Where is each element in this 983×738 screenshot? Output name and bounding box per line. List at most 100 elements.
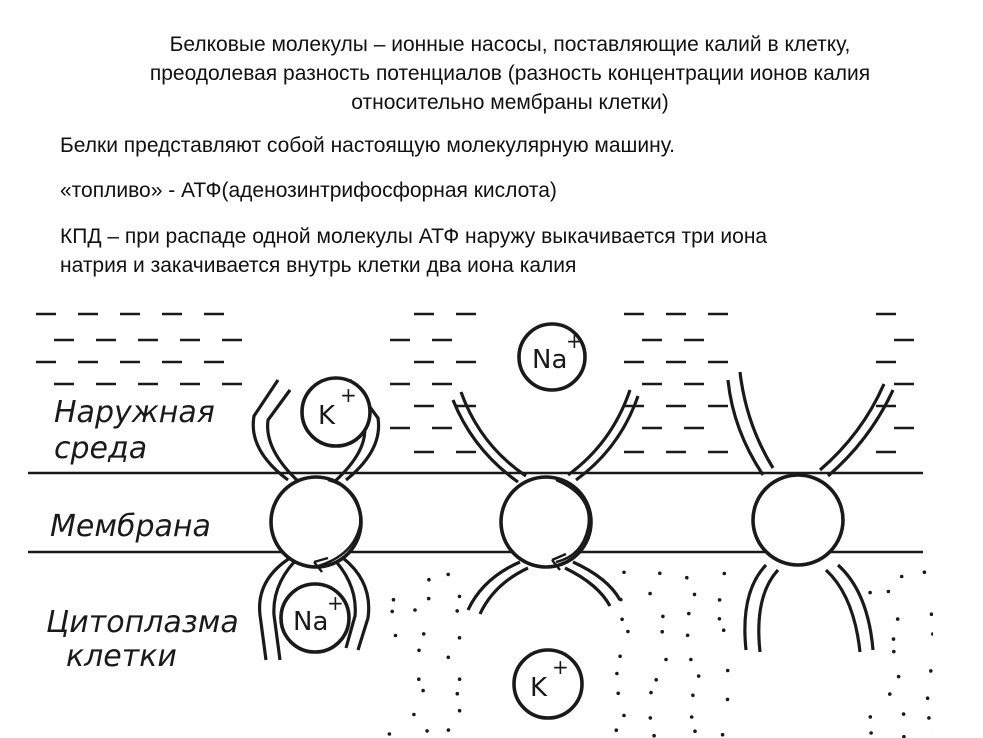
cytoplasm-dot <box>868 715 873 719</box>
bullet-fuel-atp: «топливо» - АТФ(аденозинтрифосфорная кис… <box>60 176 940 205</box>
cytoplasm-dot <box>446 728 451 732</box>
cytoplasm-dot <box>412 712 416 717</box>
ion-charge: + <box>340 383 357 407</box>
cytoplasm-dot <box>929 669 933 673</box>
cytoplasm-dot <box>614 728 619 732</box>
label-outside-line1: Наружная <box>54 395 215 430</box>
cytoplasm-dot <box>689 657 693 662</box>
cytoplasm-dot <box>868 590 872 595</box>
cytoplasm-dot <box>689 715 694 719</box>
cytoplasm-dot <box>899 574 904 579</box>
ion-k-top: K + <box>300 376 372 448</box>
cytoplasm-dot <box>902 734 906 738</box>
cytoplasm-dot <box>888 692 892 696</box>
cytoplasm-dot <box>417 677 421 681</box>
ion-na-bottom: Na + <box>279 582 351 654</box>
title-line: относительно мембраны клетки) <box>351 91 669 114</box>
cytoplasm-dot <box>618 654 622 659</box>
cytoplasm-dot <box>425 729 429 733</box>
cytoplasm-dots <box>387 570 933 738</box>
cytoplasm-dot <box>687 611 691 616</box>
cytoplasm-dot <box>692 592 697 597</box>
cytoplasm-dot <box>427 577 431 582</box>
cytoplasm-dot <box>622 570 626 575</box>
cytoplasm-dot <box>393 633 398 638</box>
cytoplasm-dot <box>446 655 451 660</box>
cytoplasm-dot <box>446 572 451 577</box>
label-membrane: Мембрана <box>50 509 211 544</box>
cytoplasm-dot <box>886 589 891 594</box>
ion-symbol: Na <box>532 345 567 375</box>
ion-symbol: K <box>530 673 548 703</box>
cytoplasm-dot <box>616 691 620 696</box>
cytoplasm-dot <box>455 609 460 613</box>
cytoplasm-dot <box>390 609 395 614</box>
cytoplasm-dot <box>725 668 730 673</box>
cytoplasm-dot <box>455 691 460 696</box>
cytoplasm-dot <box>891 637 896 641</box>
ion-k-bottom: K + <box>512 648 584 720</box>
ion-symbol: K <box>318 401 336 431</box>
cytoplasm-dot <box>696 674 701 678</box>
cytoplasm-dot <box>929 612 933 616</box>
ion-pump-diagram: K + Na + Na + K + Наружная среда Мембран… <box>28 312 933 738</box>
pump-3 <box>726 371 895 653</box>
cytoplasm-dot <box>660 629 664 634</box>
cytoplasm-dot <box>426 596 431 601</box>
cytoplasm-dot <box>417 648 421 653</box>
cytoplasm-dot <box>658 571 662 576</box>
cytoplasm-dot <box>648 716 653 720</box>
cytoplasm-dot <box>925 696 930 700</box>
ion-na-top: Na + <box>517 322 587 392</box>
cytoplasm-dot <box>654 678 658 682</box>
cytoplasm-dot <box>725 697 730 702</box>
cytoplasm-dot <box>693 729 697 733</box>
cytoplasm-dot <box>685 575 689 580</box>
cytoplasm-dot <box>626 629 630 634</box>
cytoplasm-dot <box>421 688 425 693</box>
bullet-efficiency: КПД – при распаде одной молекулы АТФ нар… <box>60 222 940 280</box>
cytoplasm-dot <box>717 598 722 602</box>
cytoplasm-dot <box>649 690 653 695</box>
cytoplasm-dot <box>457 636 462 640</box>
bullet-line: натрия и закачивается внутрь клетки два … <box>60 254 577 277</box>
cytoplasm-dot <box>685 633 690 638</box>
cytoplasm-dot <box>457 677 462 681</box>
cytoplasm-dot <box>457 594 462 599</box>
cytoplasm-dot <box>648 591 652 596</box>
title-line: Белковые молекулы – ионные насосы, поста… <box>169 33 851 56</box>
cytoplasm-dot <box>664 657 668 662</box>
pump-1 <box>251 379 381 661</box>
cytoplasm-dot <box>620 617 624 622</box>
label-cytoplasm-line1: Цитоплазма <box>46 605 239 640</box>
slide-title: Белковые молекулы – ионные насосы, поста… <box>70 30 950 117</box>
title-line: преодолевая разность потенциалов (разнос… <box>149 62 871 85</box>
cytoplasm-dot <box>896 674 901 679</box>
cytoplasm-dot <box>922 570 927 574</box>
bullet-line: КПД – при распаде одной молекулы АТФ нар… <box>60 225 768 248</box>
cytoplasm-dot <box>622 713 626 718</box>
bullet-line: «топливо» - АТФ(аденозинтрифосфорная кис… <box>60 179 557 202</box>
cytoplasm-dot <box>652 733 656 738</box>
cytoplasm-dot <box>720 732 725 737</box>
cytoplasm-dot <box>895 617 900 621</box>
ion-charge: + <box>327 591 344 615</box>
cytoplasm-dot <box>615 671 619 676</box>
outside-medium-dashes <box>36 312 914 454</box>
pump-2 <box>451 389 640 615</box>
bullet-protein-machine: Белки представляют собой настоящую молек… <box>60 131 940 160</box>
cytoplasm-dot <box>457 708 462 713</box>
cytoplasm-dot <box>413 608 417 612</box>
cytoplasm-dot <box>901 712 906 716</box>
cytoplasm-dot <box>927 716 931 720</box>
ion-charge: + <box>566 329 583 353</box>
cytoplasm-dot <box>931 632 933 636</box>
bullet-line: Белки представляют собой настоящую молек… <box>60 134 675 157</box>
ion-charge: + <box>552 655 569 679</box>
cytoplasm-dot <box>691 693 695 698</box>
cytoplasm-dot <box>391 597 396 602</box>
cytoplasm-dot <box>722 571 727 576</box>
cytoplasm-dot <box>387 732 392 736</box>
cytoplasm-dot <box>869 731 873 735</box>
cytoplasm-dot <box>421 632 426 636</box>
